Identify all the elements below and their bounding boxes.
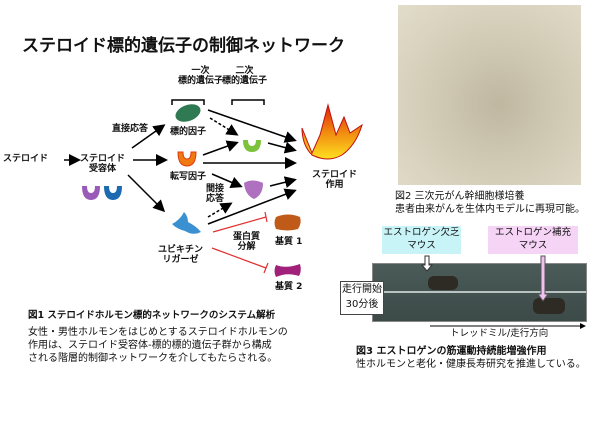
substrate1-label: 基質 1: [275, 237, 303, 247]
receptor-icon-1: [82, 186, 100, 200]
cancer-stem-cell-culture-photo: [398, 5, 581, 185]
protein-degradation-label: 蛋白質分解: [233, 232, 261, 253]
ubiquitin-ligase-label: ユビキチンリガーゼ: [158, 245, 204, 266]
transcription-factor-icon: [177, 151, 197, 167]
secondary-gene-icon-2: [244, 180, 263, 199]
substrate1-icon: [274, 214, 301, 231]
treadmill-photo: [372, 263, 587, 322]
ubiquitin-ligase-icon: [172, 212, 201, 234]
arrows: [64, 109, 297, 225]
receptor-icon-2: [104, 186, 122, 200]
page-title: ステロイド標的遺伝子の制御ネットワーク: [22, 36, 345, 56]
transcription-factor-label: 転写因子: [170, 172, 207, 182]
steroid-action-label: ステロイド作用: [312, 170, 358, 191]
secondary-gene-icon-1: [243, 140, 261, 152]
mouse-deficient: [428, 276, 458, 290]
target-factor-label: 標的因子: [170, 127, 207, 137]
steroid-label: ステロイド: [3, 154, 49, 164]
steroid-action-flame-icon: [301, 103, 363, 160]
estrogen-supplemented-label: エストロゲン補充マウス: [488, 226, 578, 254]
primary-header: 一次標的遺伝子: [178, 66, 224, 87]
fig1-caption-title: 図1 ステロイドホルモン標的ネットワークのシステム解析: [28, 310, 276, 321]
fig1-caption-body: 女性・男性ホルモンをはじめとするステロイドホルモンの作用は、ステロイド受容体-標…: [28, 327, 288, 364]
estrogen-deficient-label: エストロゲン欠乏マウス: [382, 226, 461, 254]
header-brackets: [171, 99, 265, 105]
substrate2-label: 基質 2: [275, 282, 303, 292]
fig2-caption: 図2 三次元がん幹細胞様培養患者由来がんを生体内モデルに再現可能。: [395, 191, 585, 215]
mouse-supplemented: [533, 298, 565, 314]
target-factor-icon: [175, 104, 201, 122]
direct-response-label: 直接応答: [112, 124, 149, 134]
inhibition-lines: [211, 211, 269, 274]
secondary-header: 二次標的遺伝子: [222, 66, 268, 87]
fig3-caption: 図3 エストロゲンの筋運動持続能増強作用性ホルモンと老化・健康長寿研究を推進して…: [356, 346, 586, 370]
substrate2-icon: [274, 264, 301, 277]
indirect-response-label: 間接応答: [206, 184, 225, 205]
receptor-label: ステロイド受容体: [80, 154, 126, 175]
treadmill-direction-label: トレッドミル/走行方向: [450, 328, 549, 339]
